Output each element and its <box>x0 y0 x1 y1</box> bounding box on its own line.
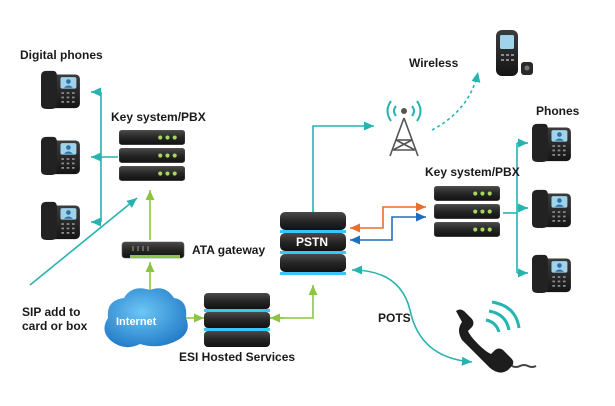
pstn-to-pbx-blue <box>350 212 426 245</box>
handset-icon <box>456 300 537 373</box>
key-system-pbx-left <box>119 130 185 181</box>
pstn-to-pots-connector <box>351 265 473 366</box>
internet-cloud <box>104 288 188 348</box>
digital-phones-label: Digital phones <box>20 48 103 62</box>
digital-phone-2 <box>41 136 80 175</box>
esi-hosted-server <box>204 293 270 347</box>
mobile-phone-icon <box>496 30 533 76</box>
phones-label: Phones <box>536 104 580 118</box>
key-system-right-label: Key system/PBX <box>425 165 520 179</box>
key-system-pbx-right <box>434 186 500 237</box>
pstn-label: PSTN <box>296 235 328 249</box>
internet-label: Internet <box>116 316 157 328</box>
pots-label: POTS <box>378 311 411 325</box>
phones-connector <box>503 138 528 278</box>
ata-gateway-label: ATA gateway <box>192 243 266 257</box>
digital-phone-3 <box>41 201 80 240</box>
tower-to-wireless-connector <box>431 71 481 131</box>
digital-phone-1 <box>41 70 80 109</box>
radio-tower-icon <box>386 100 422 157</box>
esi-to-pstn-connector <box>270 285 318 319</box>
pstn-to-tower-connector <box>312 121 374 212</box>
phone-3 <box>532 254 571 293</box>
key-system-left-label: Key system/PBX <box>111 110 206 124</box>
phone-2 <box>532 189 571 228</box>
esi-hosted-label: ESI Hosted Services <box>179 350 296 364</box>
wireless-label: Wireless <box>409 56 459 70</box>
pstn-server <box>280 212 346 275</box>
ata-gateway-device <box>121 241 185 259</box>
phone-1 <box>532 123 571 162</box>
sip-connector <box>29 197 138 286</box>
sip-add-label: SIP add to card or box <box>22 305 88 333</box>
digital-phones-connector <box>91 87 118 227</box>
